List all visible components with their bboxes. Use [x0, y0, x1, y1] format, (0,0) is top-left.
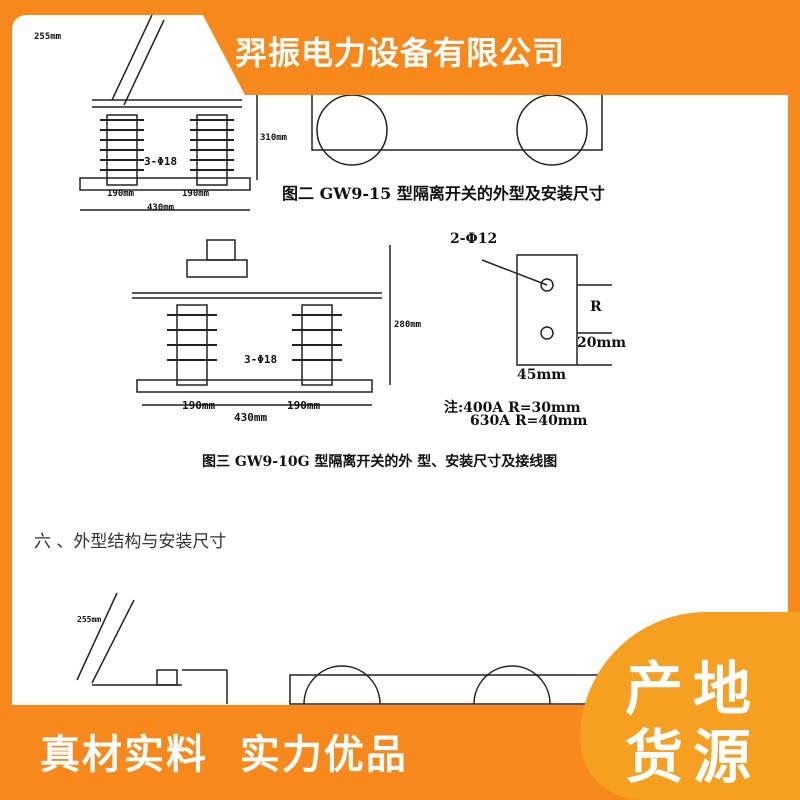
section6-title: 六 、外型结构与安装尺寸	[34, 532, 227, 552]
fig2-arm-dim: 255mm	[34, 32, 62, 42]
company-banner: 羿振电力设备有限公司	[195, 0, 800, 95]
fig3-note2: 630A R=40mm	[470, 413, 588, 429]
content-area: 255mm 310mm 3-Φ18 190mm 190mm 430mm 图二 G…	[12, 15, 788, 705]
fig3-caption: 图三 GW9-10G 型隔离开关的外 型、安装尺寸及接线图	[202, 454, 558, 470]
fig3-total: 430mm	[234, 411, 268, 424]
fig3-terminal-holes: 2-Φ12	[450, 231, 498, 247]
fig3-span-left: 190mm	[182, 399, 216, 412]
fig3-r-label: R	[590, 299, 602, 315]
fig3-edge-dim: 20mm	[577, 335, 627, 351]
fig3-note1: 注:400A R=30mm	[444, 400, 581, 416]
badge-line2: 货源	[625, 723, 762, 791]
fig2-caption: 图二 GW9-15 型隔离开关的外型及安装尺寸	[282, 184, 605, 203]
fig3-width-dim: 45mm	[517, 367, 567, 383]
fig2-height-dim: 310mm	[260, 133, 288, 143]
fig2-total: 430mm	[147, 203, 175, 213]
terminal-drawing	[481, 254, 612, 366]
fig3-holes: 3-Φ18	[244, 353, 278, 366]
section6-drawing	[76, 592, 666, 705]
fig3-span-right: 190mm	[287, 399, 321, 412]
technical-drawings	[76, 15, 666, 705]
badge-line1: 产地	[625, 655, 762, 723]
section6-arm-dim: 255mm	[77, 615, 102, 624]
slogan: 真材实料 实力优品	[40, 732, 408, 778]
fig3-height-dim: 280mm	[394, 320, 422, 330]
fig2-holes: 3-Φ18	[144, 155, 178, 168]
figure2-side-view	[311, 89, 603, 166]
company-name: 羿振电力设备有限公司	[235, 34, 566, 72]
figure2-drawing	[79, 15, 258, 211]
fig2-span-left: 190mm	[107, 189, 135, 199]
fig2-span-right: 190mm	[182, 189, 210, 199]
figure3-drawing	[132, 239, 391, 406]
